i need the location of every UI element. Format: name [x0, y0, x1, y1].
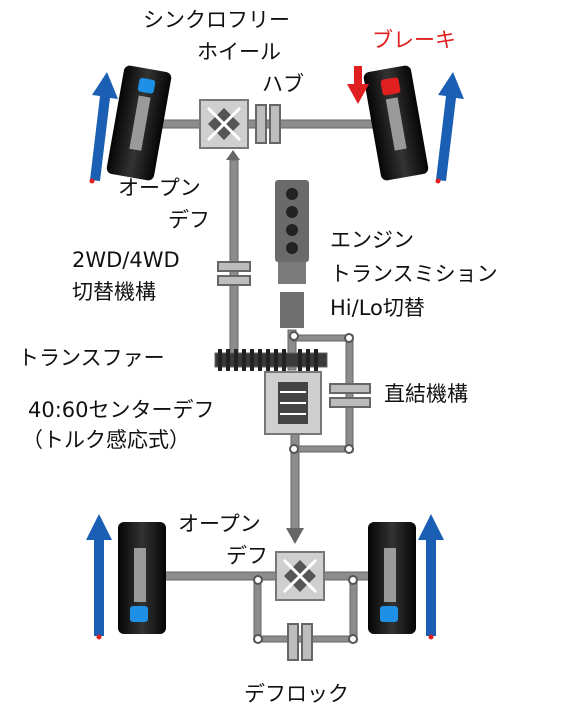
- engine-icon: [275, 180, 309, 328]
- rear-differential-icon: [275, 551, 325, 601]
- label-selector-1: 2WD/4WD: [72, 248, 180, 272]
- transfer-gear-icon: [218, 349, 318, 371]
- center-differential-icon: [264, 371, 322, 435]
- front-left-tire-icon: [106, 65, 172, 181]
- shaft-arrow-icon: [286, 528, 304, 544]
- label-rear-diff-1: オープン: [178, 512, 261, 536]
- label-selector-2: 切替機構: [72, 280, 156, 304]
- label-center-diff-1: 40:60センターデフ: [28, 398, 215, 422]
- label-rear-diff-2: デフ: [226, 544, 268, 568]
- label-engine: エンジン: [330, 228, 414, 252]
- label-synchro-hub-3: ハブ: [262, 72, 304, 96]
- diff-lock-icon: [287, 623, 313, 661]
- brake-arrow-icon: [347, 66, 369, 104]
- freewheel-hub-icon: [255, 104, 281, 144]
- selector-icon: [217, 261, 251, 286]
- motion-arrow-icon: [89, 72, 464, 184]
- label-hilo: Hi/Lo切替: [330, 296, 425, 320]
- label-brake: ブレーキ: [372, 28, 456, 52]
- front-right-tire-icon: [363, 65, 429, 181]
- direct-coupling-icon: [329, 383, 371, 408]
- rear-right-tire-icon: [368, 522, 416, 634]
- label-direct: 直結機構: [384, 382, 468, 406]
- label-synchro-hub-2: ホイール: [197, 40, 281, 64]
- label-front-diff-1: オープン: [118, 176, 201, 200]
- label-center-diff-2: （トルク感応式）: [22, 428, 190, 452]
- motion-arrow-icon-rear: [86, 514, 444, 640]
- label-transfer: トランスファー: [18, 346, 165, 370]
- rear-left-tire-icon: [118, 522, 166, 634]
- label-transmission: トランスミション: [330, 262, 498, 286]
- front-differential-icon: [199, 99, 249, 160]
- label-synchro-hub-1: シンクロフリー: [143, 8, 290, 32]
- label-front-diff-2: デフ: [168, 208, 210, 232]
- joint-nodes: [253, 331, 358, 644]
- label-diff-lock: デフロック: [244, 682, 349, 706]
